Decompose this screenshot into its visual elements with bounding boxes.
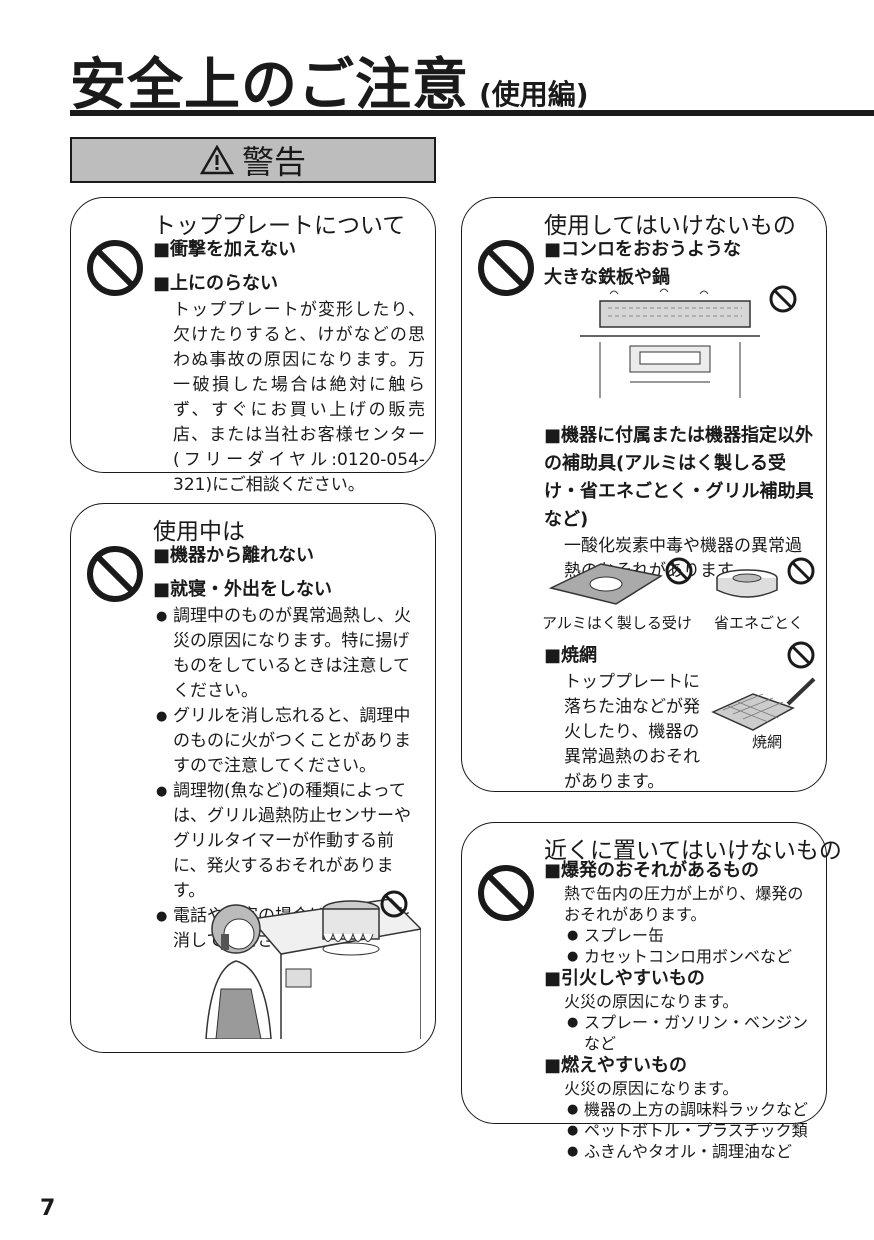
prohibition-icon [478, 240, 534, 296]
caption-grill-net: 焼網 [752, 733, 783, 751]
prohibition-icon-small [769, 285, 797, 313]
box-do-not-place-nearby: 近くに置いてはいけないもの ■爆発のおそれがあるもの 熱で缶内の圧力が上がり、爆… [461, 822, 842, 1162]
item-head: ■衝撃を加えない [153, 239, 297, 260]
bullet-item: 調理物(魚など)の種類によっては、グリル過熱防止センサーやグリルタイマーが作動す… [153, 779, 425, 904]
prohibition-icon [87, 546, 143, 602]
item-head: ■コンロをおおうような大きな鉄板や鍋 [544, 239, 742, 288]
group-body: 火災の原因になります。 [564, 992, 739, 1011]
prohibition-icon [87, 240, 143, 296]
woman-phone-stove-illustration [205, 898, 421, 1039]
group-head: ■爆発のおそれがあるもの [544, 860, 760, 881]
page-title: 安全上のご注意 (使用編) [70, 40, 589, 121]
box-during-use: 使用中は ■機器から離れない ■就寝・外出をしない 調理中のものが異常過熱し、火… [70, 503, 436, 1053]
prohibition-icon-small [787, 557, 815, 585]
item-3: ■焼網 トッププレートに落ちた油などが発火したり、機器の異常過熱のおそれがありま… [544, 642, 704, 795]
prohibition-icon-small [380, 890, 408, 918]
prohibition-icon-small [787, 641, 815, 669]
box-top-plate: トッププレートについて ■衝撃を加えない ■上にのらない トッププレートが変形し… [70, 197, 436, 495]
bullet-item: スプレー・ガソリン・ベンジンなど [564, 1012, 816, 1054]
item-head: ■就寝・外出をしない [153, 579, 333, 600]
warning-triangle-icon [199, 145, 234, 175]
page-title-main: 安全上のご注意 [70, 53, 469, 118]
box-top-plate-content: ■衝撃を加えない ■上にのらない トッププレートが変形したり、欠けたりすると、け… [153, 236, 425, 498]
group-head: ■引火しやすいもの [544, 968, 705, 989]
bullet-item: カセットコンロ用ボンベなど [564, 946, 816, 967]
page-number: 7 [40, 1196, 56, 1221]
item-body: トッププレートに落ちた油などが発火したり、機器の異常過熱のおそれがあります。 [564, 672, 700, 792]
grill-net-illustration [711, 677, 816, 731]
box-do-not-place-nearby-content: ■爆発のおそれがあるもの 熱で缶内の圧力が上がり、爆発のおそれがあります。 スプ… [544, 859, 816, 1162]
bullet-item: スプレー缶 [564, 925, 816, 946]
prohibition-icon-small [665, 557, 693, 585]
item-head: ■機器に付属または機器指定以外の補助具(アルミはく製しる受け・省エネごとく・グリ… [544, 425, 814, 530]
warning-label: 警告 [241, 143, 306, 181]
caption-foil-tray: アルミはく製しる受け [542, 614, 692, 632]
bullet-item: グリルを消し忘れると、調理中のものに火がつくことがありますので注意してください。 [153, 704, 425, 779]
item-head: ■上にのらない [153, 273, 279, 294]
group-head: ■燃えやすいもの [544, 1055, 688, 1076]
bullet-item: ふきんやタオル・調理油など [564, 1141, 816, 1162]
box-do-not-use: 使用してはいけないもの ■コンロをおおうような大きな鉄板や鍋 ■機器に付属または… [461, 197, 827, 792]
caption-trivet: 省エネごとく [714, 614, 804, 632]
group-body: 火災の原因になります。 [564, 1079, 739, 1098]
page-title-sub: (使用編) [479, 78, 589, 111]
stove-iron-plate-illustration [580, 288, 760, 398]
item-body: トッププレートが変形したり、欠けたりすると、けがなどの思わぬ事故の原因になります… [173, 300, 425, 495]
bullet-item: 調理中のものが異常過熱し、火災の原因になります。特に揚げものをしているときは注意… [153, 604, 425, 704]
energy-saving-trivet-illustration [716, 569, 778, 598]
title-underline [70, 110, 874, 116]
box-do-not-use-title: 使用してはいけないもの [544, 213, 796, 239]
item-head: ■焼網 [544, 645, 598, 666]
item-1: ■コンロをおおうような大きな鉄板や鍋 [544, 236, 754, 292]
warning-banner: 警告 [70, 137, 436, 183]
bullet-item: 機器の上方の調味料ラックなど [564, 1099, 816, 1120]
foil-drip-tray-illustration [548, 563, 664, 605]
bullet-item: ペットボトル・プラスチック類 [564, 1120, 816, 1141]
group-body: 熱で缶内の圧力が上がり、爆発のおそれがあります。 [564, 884, 804, 924]
prohibition-icon [478, 865, 534, 921]
item-head: ■機器から離れない [153, 545, 315, 566]
box-do-not-place-nearby-title: 近くに置いてはいけないもの [544, 838, 842, 864]
box-during-use-title: 使用中は [153, 519, 245, 545]
box-top-plate-title: トッププレートについて [153, 213, 406, 239]
